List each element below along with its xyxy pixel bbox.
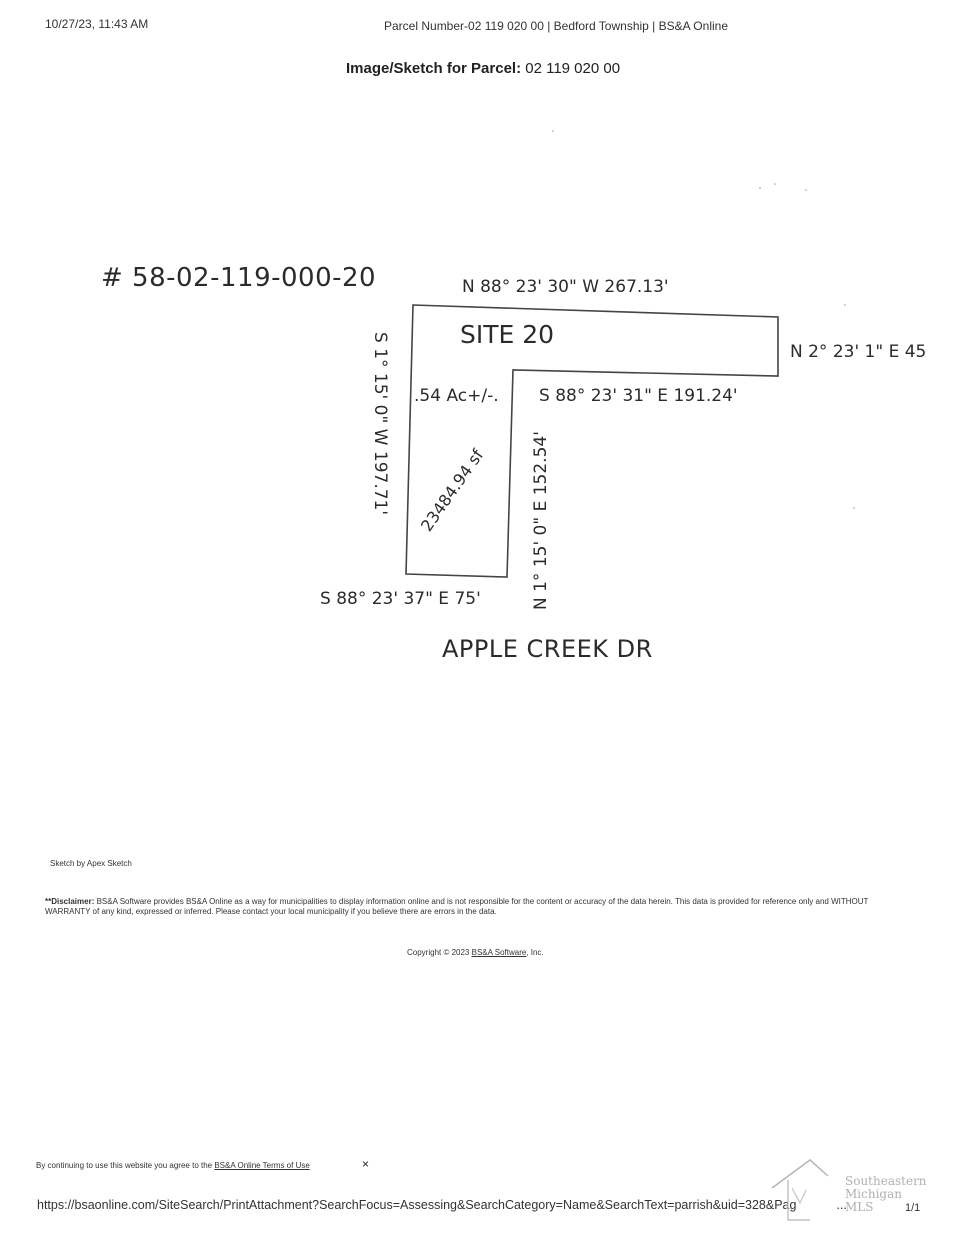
terms-link[interactable]: BS&A Online Terms of Use [214,1161,310,1170]
mls-logo-icon [771,1159,829,1221]
acreage-label: .54 Ac+/-. [414,386,499,406]
close-icon[interactable]: × [362,1157,370,1171]
page-heading: Image/Sketch for Parcel: 02 119 020 00 [346,60,620,77]
watermark-line3: MLS [845,1200,874,1214]
heading-label: Image/Sketch for Parcel: [346,60,522,77]
top-boundary-bearing: N 88° 23' 30" W 267.13' [462,277,669,297]
mls-watermark: Southeastern Michigan MLS [845,1175,955,1214]
parcel-id-label: # 58-02-119-000-20 [101,263,377,293]
copyright: Copyright © 2023 BS&A Software, Inc. [407,948,544,957]
print-url-tail: ... [836,1198,847,1212]
street-name: APPLE CREEK DR [442,635,653,663]
inner-right-bearing: N 1° 15' 0" E 152.54' [531,431,551,610]
disclaimer-label: **Disclaimer: [45,897,95,906]
terms-prefix: By continuing to use this website you ag… [36,1161,215,1170]
right-boundary-bearing: N 2° 23' 1" E 45 [790,342,927,362]
print-url: https://bsaonline.com/SiteSearch/PrintAt… [37,1198,847,1212]
sketch-credit: Sketch by Apex Sketch [50,859,132,868]
site-label: SITE 20 [460,320,555,349]
print-url-text: https://bsaonline.com/SiteSearch/PrintAt… [37,1198,797,1212]
disclaimer-text: BS&A Software provides BS&A Online as a … [45,897,869,916]
left-boundary-bearing: S 1° 15' 0" W 197.71' [370,332,390,516]
parcel-boundary [405,304,779,578]
page-count: 1/1 [905,1202,921,1214]
copyright-link[interactable]: BS&A Software [471,948,527,957]
inner-top-bearing: S 88° 23' 31" E 191.24' [539,386,738,406]
watermark-line2: Michigan [845,1187,902,1201]
watermark-line1: Southeastern [845,1174,927,1188]
print-timestamp: 10/27/23, 11:43 AM [45,17,149,31]
copyright-prefix: Copyright © 2023 [407,948,472,957]
heading-parcel-number: 02 119 020 00 [525,60,621,77]
terms-notice: By continuing to use this website you ag… [36,1161,310,1170]
copyright-suffix: , Inc. [526,948,544,957]
print-page-title: Parcel Number-02 119 020 00 | Bedford To… [384,19,728,33]
bottom-boundary-bearing: S 88° 23' 37" E 75' [320,589,481,609]
disclaimer: **Disclaimer: BS&A Software provides BS&… [45,897,915,917]
